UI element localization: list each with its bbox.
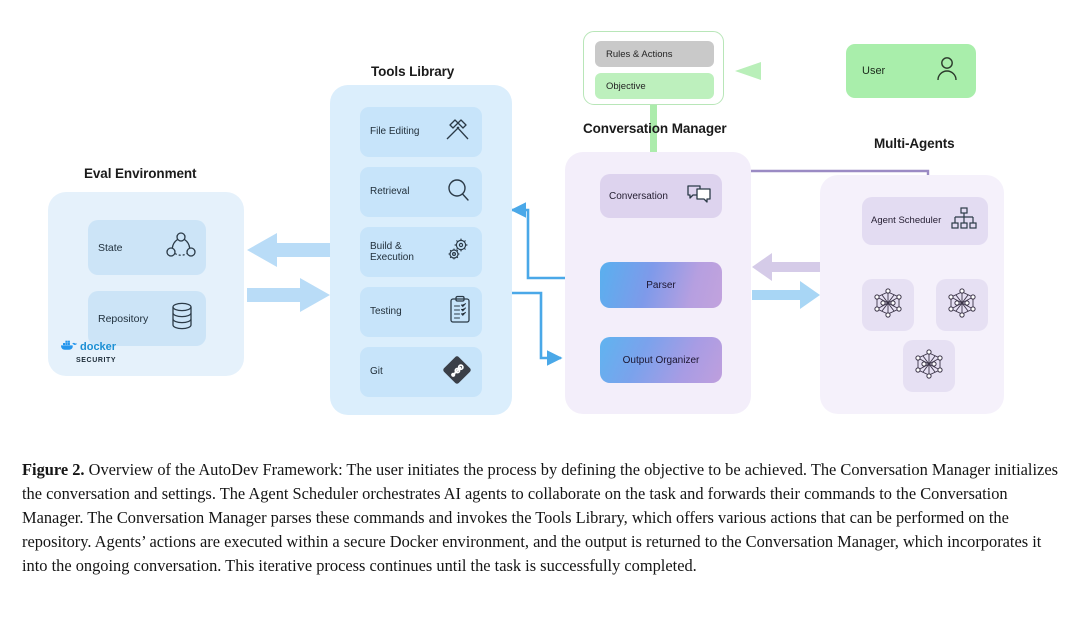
- rules-and-actions-row[interactable]: Rules & Actions: [595, 41, 714, 67]
- conversation-label: Conversation: [609, 190, 668, 202]
- chat-bubbles-icon: [686, 183, 713, 210]
- output-organizer-box[interactable]: Output Organizer: [600, 337, 722, 383]
- neural-network-icon: [944, 285, 980, 326]
- tool-item-git-label: Git: [370, 366, 383, 378]
- conversation-manager-title: Conversation Manager: [583, 121, 727, 136]
- tool-item-retrieval-label: Retrieval: [370, 186, 410, 198]
- tools-library-title: Tools Library: [371, 64, 455, 79]
- docker-wordmark: docker: [80, 341, 117, 353]
- agent-node-1[interactable]: [862, 279, 914, 331]
- multi-agents-title: Multi-Agents: [874, 136, 955, 151]
- git-icon: [442, 355, 472, 390]
- gears-icon: [445, 236, 472, 268]
- state-graph-icon: [166, 231, 196, 264]
- conversation-manager-panel: Conversation Parser Output Organizer: [565, 152, 751, 414]
- docker-security-badge: docker SECURITY: [60, 338, 160, 364]
- arrow-cm-to-agents: [752, 281, 820, 309]
- database-icon: [168, 300, 196, 337]
- arrow-agents-to-cm: [752, 253, 820, 281]
- eval-item-state[interactable]: State: [88, 220, 206, 275]
- multi-agents-panel: Agent Scheduler: [820, 175, 1004, 414]
- neural-network-icon: [911, 346, 947, 387]
- docker-security-label: SECURITY: [76, 357, 117, 364]
- figure-caption-label: Figure 2.: [22, 460, 85, 479]
- tools-library-panel: File Editing Retrieval Build & Exe: [330, 85, 512, 415]
- agent-scheduler-label: Agent Scheduler: [871, 215, 942, 227]
- user-label: User: [862, 65, 886, 77]
- eval-item-repository-label: Repository: [98, 312, 149, 325]
- agent-node-2[interactable]: [936, 279, 988, 331]
- docker-whale-icon: [60, 338, 77, 356]
- conversation-box[interactable]: Conversation: [600, 174, 722, 218]
- neural-network-icon: [870, 285, 906, 326]
- eval-environment-title: Eval Environment: [84, 166, 197, 181]
- tool-item-build-execution-label: Build & Execution: [370, 240, 414, 264]
- parser-box[interactable]: Parser: [600, 262, 722, 308]
- eval-item-repository[interactable]: Repository: [88, 291, 206, 346]
- eval-item-state-label: State: [98, 241, 123, 254]
- eval-environment-panel: State Repository: [48, 192, 244, 376]
- parser-label: Parser: [646, 279, 676, 291]
- tool-item-file-editing[interactable]: File Editing: [360, 107, 482, 157]
- tool-item-testing[interactable]: Testing: [360, 287, 482, 337]
- tool-item-build-execution[interactable]: Build & Execution: [360, 227, 482, 277]
- figure-caption: Figure 2. Overview of the AutoDev Framew…: [22, 458, 1062, 579]
- arrow-eval-to-tools: [247, 278, 330, 312]
- agent-node-3[interactable]: [903, 340, 955, 392]
- tool-item-file-editing-label: File Editing: [370, 126, 420, 138]
- wire-parser-to-tools: [510, 202, 565, 280]
- arrow-tools-to-eval: [247, 233, 330, 267]
- rules-and-actions-label: Rules & Actions: [606, 48, 673, 60]
- agent-scheduler-box[interactable]: Agent Scheduler: [862, 197, 988, 245]
- arrow-user-to-objective: [735, 62, 846, 80]
- output-organizer-label: Output Organizer: [622, 354, 700, 366]
- clipboard-checklist-icon: [448, 295, 472, 329]
- tool-item-git[interactable]: Git: [360, 347, 482, 397]
- org-chart-icon: [949, 206, 979, 237]
- user-box[interactable]: User: [846, 44, 976, 98]
- tool-item-retrieval[interactable]: Retrieval: [360, 167, 482, 217]
- hammer-tools-icon: [444, 117, 472, 148]
- person-icon: [934, 55, 960, 88]
- figure-diagram: Eval Environment State Repository: [48, 31, 1004, 415]
- figure-caption-text: Overview of the AutoDev Framework: The u…: [22, 460, 1058, 576]
- objective-row[interactable]: Objective: [595, 73, 714, 99]
- wire-tools-to-output: [512, 291, 563, 366]
- tool-item-testing-label: Testing: [370, 306, 402, 318]
- objective-card: Rules & Actions Objective: [583, 31, 724, 105]
- objective-label: Objective: [606, 80, 646, 92]
- magnifier-icon: [445, 177, 472, 208]
